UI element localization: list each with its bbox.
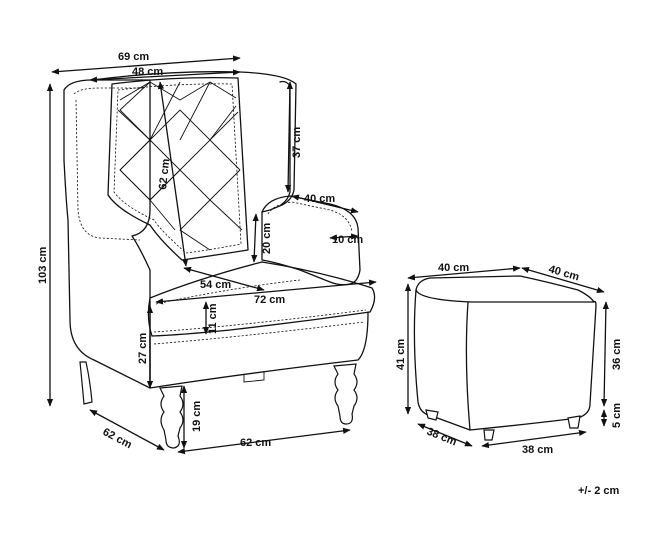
label-armrest-width: 10 cm	[332, 234, 363, 246]
label-cushion-thickness: 11 cm	[207, 303, 219, 334]
label-backrest-width: 48 cm	[132, 66, 163, 78]
armchair-dimension-lines	[46, 55, 377, 455]
armchair-seat-front	[149, 311, 369, 389]
label-overall-height: 103 cm	[37, 246, 49, 284]
label-leg-height: 19 cm	[191, 401, 203, 432]
armchair-wing-piping	[73, 87, 145, 241]
armchair-backrest-panel	[107, 76, 249, 261]
label-footstool-top-width: 40 cm	[438, 262, 469, 274]
footstool-dimension-lines	[404, 265, 609, 449]
armchair-drawing	[63, 71, 376, 449]
label-seat-depth: 54 cm	[200, 279, 231, 291]
label-seat-width: 72 cm	[254, 294, 285, 306]
label-front-width: 62 cm	[240, 437, 271, 449]
footstool-drawing	[413, 275, 597, 441]
armchair-front-left-leg	[159, 385, 184, 449]
label-seat-height: 27 cm	[137, 333, 149, 364]
tolerance-note: +/- 2 cm	[578, 485, 619, 497]
footstool-body	[413, 289, 597, 431]
label-depth: 62 cm	[101, 426, 134, 451]
label-armrest-length: 40 cm	[304, 193, 335, 205]
label-footstool-overall-height: 41 cm	[395, 339, 407, 370]
footstool-front-edge	[465, 301, 471, 431]
armchair-backrest	[91, 71, 297, 213]
label-backrest-diagonal: 62 cm	[157, 158, 172, 190]
label-armrest-height: 20 cm	[261, 223, 273, 254]
footstool-leg-right	[567, 415, 581, 429]
label-overall-width: 69 cm	[118, 51, 149, 63]
label-footstool-base-width: 38 cm	[522, 444, 553, 456]
armchair-skirt-piping	[153, 321, 365, 345]
label-footstool-body-height: 36 cm	[611, 339, 623, 370]
footstool-leg-left	[425, 409, 439, 421]
label-footstool-base-depth: 38 cm	[425, 426, 459, 449]
armchair-bottom-bracket	[243, 372, 265, 383]
armchair-front-right-leg	[333, 363, 358, 425]
armchair-armrest-piping	[267, 201, 353, 233]
label-footstool-leg-height: 5 cm	[611, 403, 623, 428]
label-backrest-height: 37 cm	[291, 127, 303, 158]
armchair-cushion-piping	[153, 279, 367, 333]
footstool-leg-front	[483, 429, 495, 441]
armchair-back-left-leg	[79, 361, 93, 405]
armchair-backrest-stitching	[113, 83, 242, 254]
